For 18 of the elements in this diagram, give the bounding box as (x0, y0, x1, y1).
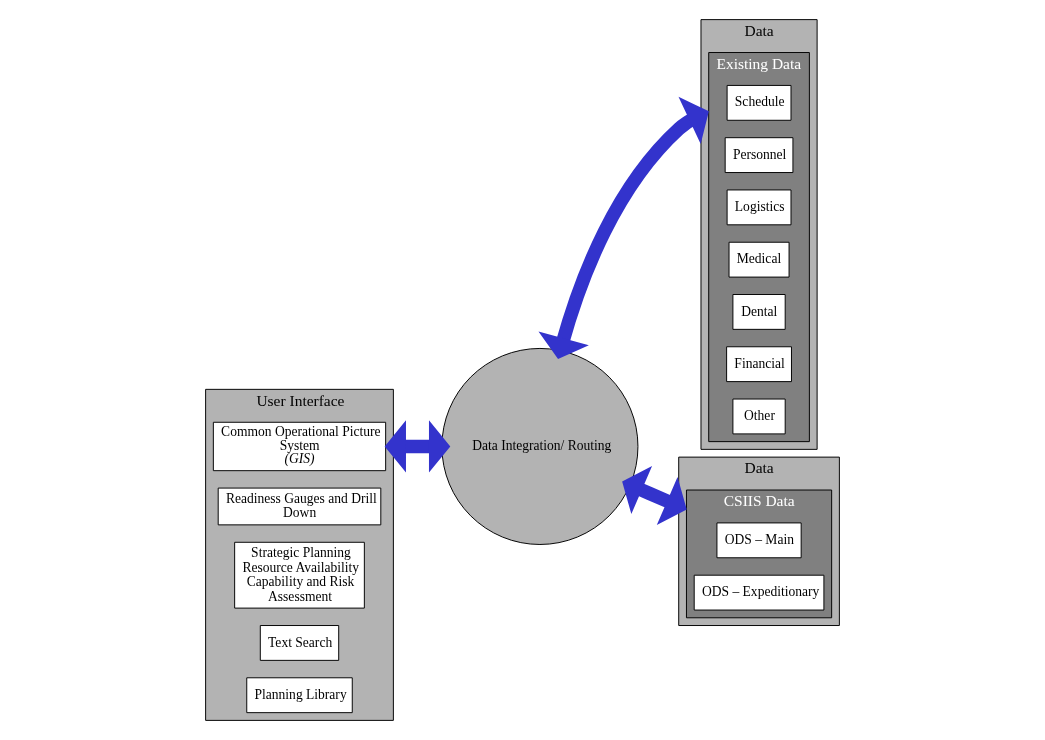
node-box: ODS – Expeditionary (693, 574, 825, 611)
node-box: Text Search (259, 625, 340, 661)
node-box: Dental (732, 294, 786, 330)
node-box: Schedule (726, 84, 792, 121)
node-box: Personnel (724, 137, 794, 174)
node-circle: Data Integration/ Routing (441, 347, 639, 545)
node-box: Other (732, 398, 786, 435)
arrow (384, 420, 451, 473)
node-box: Medical (728, 241, 790, 278)
arrow (538, 96, 709, 359)
node-box: Strategic Planning Resource Availability Capability and Risk Assessment (234, 541, 365, 609)
node-box: Planning Library (246, 677, 353, 714)
node-box: Common Operational Picture System (GIS) (212, 421, 387, 472)
node-box: ODS – Main (716, 522, 802, 559)
node-box: Logistics (726, 189, 792, 226)
arrow (622, 466, 687, 526)
node-box: Financial (726, 346, 792, 383)
node-box: Readiness Gauges and Drill Down (217, 487, 382, 526)
